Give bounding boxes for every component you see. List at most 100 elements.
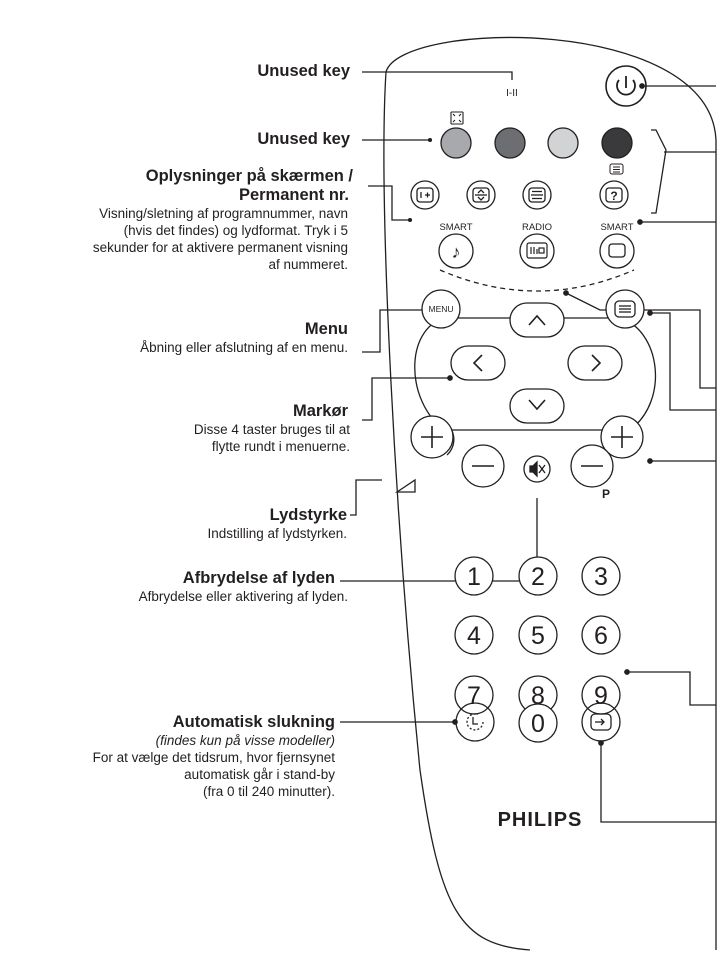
digit-key-0[interactable] (518, 703, 558, 743)
callout-teletext (650, 312, 716, 411)
label-menu: Menu Åbning eller afslutning af en menu. (100, 320, 348, 356)
callout-radio (565, 292, 716, 389)
cursor-right-icon (591, 354, 602, 372)
cursor-up-button[interactable] (509, 302, 565, 338)
darkgrey-key[interactable] (494, 127, 526, 159)
volume-plus-icon (421, 426, 443, 448)
callout-dot (637, 219, 643, 225)
label-desc-line: (fra 0 til 240 minutter). (202, 784, 335, 799)
digit-label: 1 (467, 563, 481, 591)
callout-dot (598, 740, 604, 746)
label-desc-line: (hvis det findes) og lydformat. Tryk i 5 (123, 223, 348, 238)
digit-label: 5 (531, 622, 545, 650)
power-dot (639, 83, 645, 89)
info-icon (416, 187, 434, 203)
callout-dot (407, 217, 413, 223)
music-note-icon: ♪ (452, 242, 461, 262)
remote-body-outline (383, 36, 717, 951)
callout-menu (362, 309, 422, 353)
smart-sound-button[interactable] (438, 233, 474, 269)
dashed-arc (439, 269, 635, 292)
teletext-icon (614, 300, 636, 318)
cursor-right-button[interactable] (567, 345, 623, 381)
smart-picture-button[interactable] (599, 233, 635, 269)
label-volume: Lydstyrke Indstilling af lydstyrken. (100, 506, 350, 542)
label-desc-line: Afbrydelse eller aktivering af lyden. (138, 589, 348, 604)
label-title: Markør (292, 402, 348, 420)
callout-dot (647, 458, 653, 464)
digit-label: 7 (467, 682, 481, 710)
teletext-up-down-button[interactable] (466, 180, 496, 210)
info-button[interactable] (410, 180, 440, 210)
label-title: Unused key (257, 62, 350, 80)
volume-ramp-icon (394, 478, 416, 493)
cursor-down-icon (528, 399, 546, 411)
av-input-icon (590, 713, 612, 731)
radio-icon (526, 242, 548, 259)
label-desc-line: Disse 4 taster bruges til at (193, 422, 350, 437)
i-ii-label: I-II (506, 88, 518, 99)
callout-info (368, 185, 410, 221)
digit-label: 2 (531, 563, 545, 591)
reveal-mark: ? (610, 189, 617, 203)
label-title: Unused key (257, 130, 350, 148)
label-desc-line: flytte rundt i menuerne. (211, 439, 350, 454)
radio-button[interactable] (519, 233, 555, 269)
teletext-index-icon (609, 163, 624, 175)
digit-key-5[interactable] (518, 615, 558, 655)
cursor-down-button[interactable] (509, 388, 565, 424)
digit-label: 9 (594, 682, 608, 710)
callout-dot (427, 137, 433, 143)
label-subtitle: (findes kun på visse modeller) (155, 733, 335, 748)
teletext-reveal-button[interactable] (599, 180, 629, 210)
teletext-split-icon (528, 187, 546, 203)
teletext-reveal-icon (605, 187, 623, 203)
label-sleep: Automatisk slukning (findes kun på visse… (0, 713, 362, 800)
program-label: P (602, 487, 610, 501)
cursor-left-button[interactable] (450, 345, 506, 381)
screen-format-icon (450, 111, 464, 125)
smart-right-label: SMART (600, 222, 633, 233)
label-desc-line: Visning/sletning af programnummer, navn (99, 206, 348, 221)
digit-key-1[interactable] (454, 556, 494, 596)
brand-logo: PHILIPS (498, 809, 583, 831)
lightgrey-key[interactable] (547, 127, 579, 159)
menu-button[interactable] (421, 289, 461, 329)
digit-key-6[interactable] (581, 615, 621, 655)
digit-label: 8 (531, 682, 545, 710)
label-desc-line: automatisk går i stand-by (184, 767, 335, 782)
program-plus-icon (611, 426, 633, 448)
digit-label: 3 (594, 563, 608, 591)
callout-dot (624, 669, 630, 675)
callout-volume (350, 479, 382, 516)
label-title: Automatisk slukning (172, 713, 335, 731)
grey-key[interactable] (440, 127, 472, 159)
label-desc-line: af nummeret. (268, 257, 348, 272)
power-button[interactable] (605, 65, 647, 107)
label-desc-line: Åbning eller afslutning af en menu. (140, 340, 348, 355)
label-unused-key-top: Unused key (150, 62, 350, 81)
digit-key-4[interactable] (454, 615, 494, 655)
callout-dot (447, 375, 453, 381)
digit-label: 0 (531, 710, 545, 738)
label-title: Menu (304, 320, 348, 338)
smart-left-label: SMART (439, 222, 472, 233)
teletext-split-button[interactable] (522, 180, 552, 210)
label-title-line2: Permanent nr. (238, 186, 349, 204)
callout-dot (563, 290, 569, 296)
bracket-colour-keys (651, 129, 667, 214)
label-desc-line: Indstilling af lydstyrken. (207, 526, 347, 541)
label-unused-key-second: Unused key (150, 130, 350, 149)
callout-cursor (362, 377, 450, 421)
radio-label: RADIO (522, 222, 552, 233)
teletext-up-down-icon (472, 187, 490, 203)
digit-key-3[interactable] (581, 556, 621, 596)
black-key[interactable] (601, 127, 633, 159)
picture-icon (608, 243, 626, 258)
digit-key-2[interactable] (518, 556, 558, 596)
label-info: Oplysninger på skærmen / Permanent nr. V… (0, 167, 363, 273)
label-title-line1: Oplysninger på skærmen / (145, 167, 353, 185)
label-desc-line: sekunder for at aktivere permanent visni… (92, 240, 348, 255)
